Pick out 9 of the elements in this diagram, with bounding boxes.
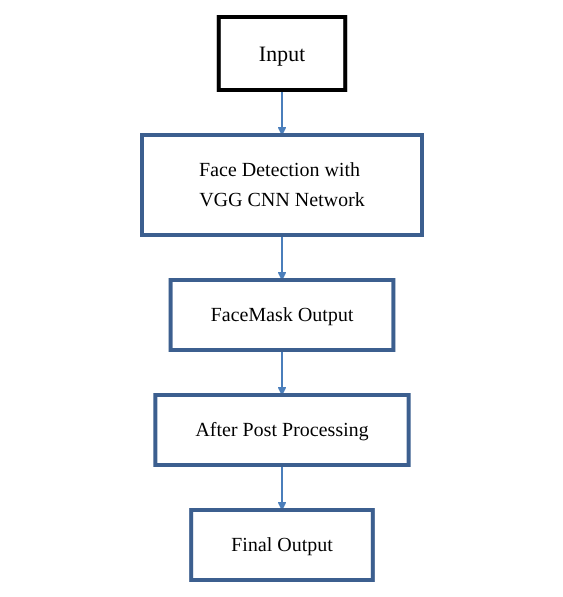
- arrow: [277, 90, 286, 136]
- node-box: FaceMask Output: [168, 278, 395, 352]
- node-box: Input: [216, 15, 347, 92]
- node-box: After Post Processing: [152, 393, 410, 467]
- node-box: Face Detection with VGG CNN Network: [140, 133, 424, 237]
- arrow: [277, 465, 286, 510]
- arrow: [277, 350, 286, 396]
- node-box: Final Output: [188, 508, 374, 582]
- arrow: [277, 235, 286, 280]
